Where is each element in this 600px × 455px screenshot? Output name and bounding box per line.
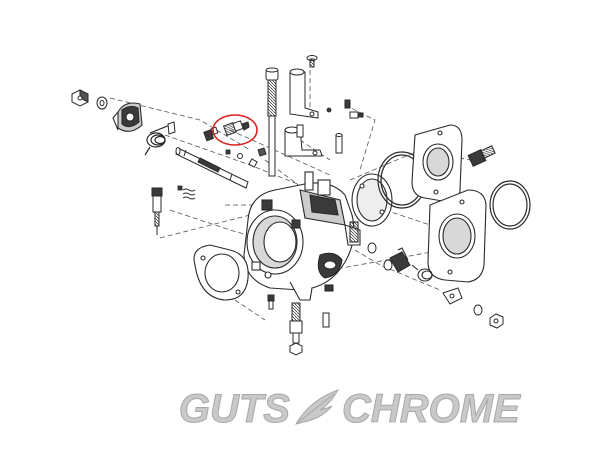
torsion-spring <box>144 124 171 156</box>
screw-pair-right <box>349 111 364 119</box>
lever-bracket <box>284 124 323 157</box>
main-jet-holder <box>289 302 303 344</box>
highlighted-part <box>212 114 258 146</box>
flange-bolt <box>467 145 496 168</box>
small-bits <box>177 107 332 191</box>
lower-pin <box>322 312 330 328</box>
nut-right <box>489 313 504 329</box>
small-spring-left <box>182 188 196 200</box>
lower-screw <box>267 294 275 310</box>
watermark-left-word: GUTS <box>179 387 290 431</box>
throttle-pulley <box>112 102 143 132</box>
small-parts-near-shaft <box>237 147 267 168</box>
screw-small-top <box>344 99 351 109</box>
top-screw <box>306 55 318 68</box>
small-clip <box>167 121 176 135</box>
carburetor-body <box>243 171 361 301</box>
pump-bracket <box>289 68 319 119</box>
gasket-left <box>193 244 249 301</box>
washer-mid <box>367 242 377 254</box>
flange-upper <box>411 124 463 203</box>
o-ring-right <box>489 180 531 230</box>
washer-left <box>96 96 108 110</box>
spring-right <box>411 264 433 282</box>
watermark-banner: GUTS CHROME <box>0 380 600 436</box>
drain-nut <box>289 342 303 356</box>
watermark-svg: GUTS CHROME <box>178 387 521 432</box>
idle-adjust-screw <box>151 187 163 235</box>
watermark-right-word: CHROME <box>342 387 521 431</box>
flange-lower <box>427 189 487 283</box>
pin-small <box>335 133 343 154</box>
throttle-shaft <box>175 147 249 189</box>
lever-arm-right <box>389 247 411 273</box>
washer-right <box>473 304 483 316</box>
bushing-mid <box>383 259 393 271</box>
nut-left <box>71 89 89 107</box>
feather-icon <box>294 389 340 425</box>
accelerator-pump-rod <box>265 67 279 177</box>
screw-pair <box>203 126 219 142</box>
cam-bracket <box>442 287 463 305</box>
